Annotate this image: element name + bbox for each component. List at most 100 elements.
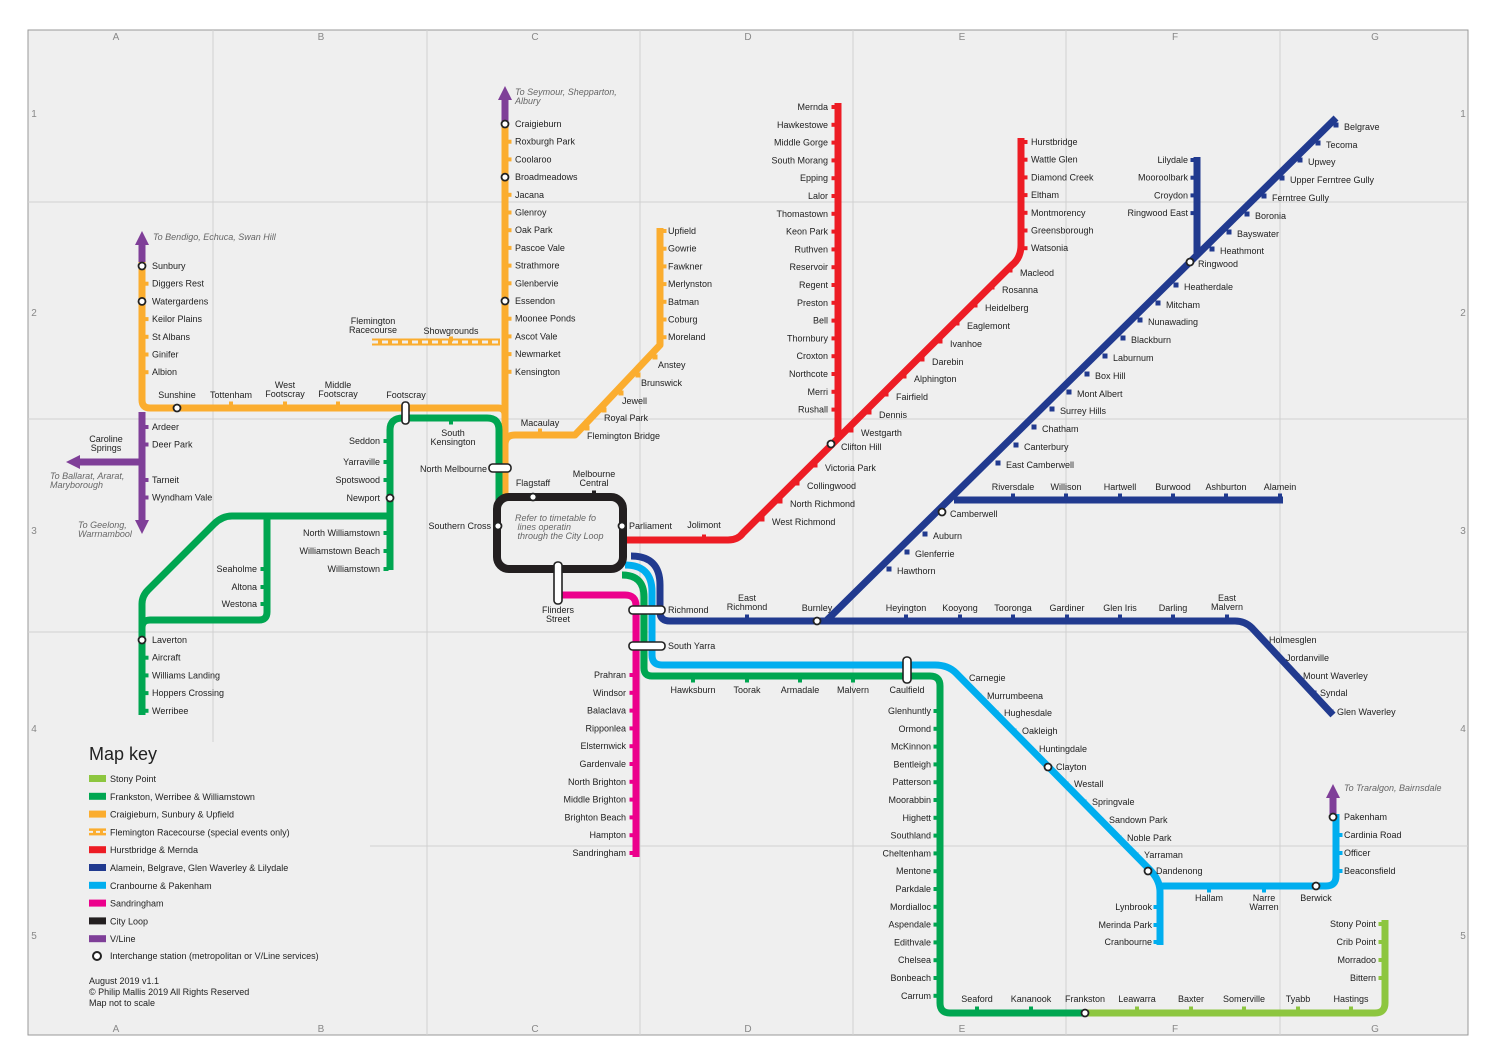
tick-north-richmond <box>777 498 783 504</box>
tick-wattle-glen <box>1022 157 1028 162</box>
tick-heathmont <box>1209 246 1215 252</box>
tick-hampton <box>629 833 635 838</box>
tick-royal-park <box>601 407 607 413</box>
station-fairfield: Fairfield <box>896 392 928 402</box>
station-croxton: Croxton <box>796 351 828 361</box>
station-hampton: Hampton <box>589 830 626 840</box>
station-mooroolbark: Mooroolbark <box>1138 173 1189 183</box>
grid-row-1-left: 1 <box>31 109 37 120</box>
station-sunbury: Sunbury <box>152 261 186 271</box>
station-glenferrie: Glenferrie <box>915 549 955 559</box>
key-label-frankston-werribee-williamstown: Frankston, Werribee & Williamstown <box>110 792 255 802</box>
station-newmarket: Newmarket <box>515 349 561 359</box>
station-cardinia-road: Cardinia Road <box>1344 830 1402 840</box>
tick-montmorency <box>1022 210 1028 215</box>
tick-murrumbeena <box>976 693 982 699</box>
station-anstey: Anstey <box>658 360 686 370</box>
interchange-flinders-street <box>553 561 563 605</box>
tick-prahran <box>629 673 635 677</box>
tick-gowrie <box>661 246 667 251</box>
tick-heatherdale <box>1173 282 1179 288</box>
station-berwick: Berwick <box>1300 893 1332 903</box>
station-wyndham-vale: Wyndham Vale <box>152 493 212 503</box>
tick-burwood <box>1171 493 1175 499</box>
tick-ivanhoe <box>937 338 943 344</box>
station-ringwood: Ringwood <box>1198 259 1238 269</box>
station-macleod: Macleod <box>1020 268 1054 278</box>
station-alamein: Alamein <box>1264 482 1297 492</box>
station-merri: Merri <box>808 387 829 397</box>
tick-holmesglen <box>1260 637 1266 643</box>
station-footscray: Footscray <box>386 390 426 400</box>
tick-middle-gorge <box>831 140 837 145</box>
station-armadale: Armadale <box>781 685 820 695</box>
tick-bell <box>831 318 837 323</box>
tick-ruthven <box>831 247 837 252</box>
tick-stony-point <box>1378 922 1384 926</box>
tick-east-malvern <box>1225 614 1229 620</box>
station-southland: Southland <box>890 831 931 841</box>
tick-malvern <box>851 677 855 683</box>
tick-glen-waverley <box>1328 709 1334 715</box>
tick-jordanville <box>1277 655 1283 661</box>
station-gowrie: Gowrie <box>668 244 697 254</box>
key-label-cranbourne-pakenham: Cranbourne & Pakenham <box>110 881 212 891</box>
note-geelong-text: To Geelong,Warrnambool <box>78 520 133 539</box>
tick-springvale <box>1081 799 1087 805</box>
interchange-flagstaff <box>528 492 538 502</box>
tick-upwey <box>1297 157 1303 163</box>
grid-col-e-top: E <box>959 32 966 43</box>
map-key-title: Map key <box>89 744 157 764</box>
grid-row-3-left: 3 <box>31 526 37 537</box>
tick-brunswick <box>635 372 641 378</box>
station-regent: Regent <box>799 280 829 290</box>
tick-st-albans <box>143 334 149 339</box>
grid-lines <box>28 30 1468 1035</box>
interchange-clayton <box>1043 762 1053 772</box>
tick-yarraman <box>1133 852 1139 858</box>
station-lalor: Lalor <box>808 191 828 201</box>
key-swatch-stony-point <box>89 775 106 782</box>
station-yarraville: Yarraville <box>343 457 380 467</box>
tick-jolimont <box>702 534 706 540</box>
station-north-brighton: North Brighton <box>568 777 626 787</box>
tick-williamstown <box>383 567 389 571</box>
tick-patterson <box>933 780 939 785</box>
interchange-newport <box>385 493 395 503</box>
station-batman: Batman <box>668 297 699 307</box>
tick-spotswood <box>383 478 389 482</box>
tick-chatham <box>1031 424 1037 430</box>
tick-glenroy <box>506 210 512 215</box>
station-kooyong: Kooyong <box>942 603 978 613</box>
tick-morradoo <box>1378 958 1384 962</box>
interchange-sunshine <box>172 403 182 413</box>
interchange-parliament <box>617 521 627 531</box>
station-bonbeach: Bonbeach <box>890 973 931 983</box>
station-lilydale: Lilydale <box>1157 155 1188 165</box>
tick-mernda <box>831 105 837 109</box>
grid-col-d-top: D <box>744 32 751 43</box>
vline-lines <box>80 100 1337 814</box>
key-swatch-alamein-belgrave-glen-waverley-lilydale <box>89 864 106 871</box>
station-belgrave: Belgrave <box>1344 122 1380 132</box>
key-swatch-frankston-werribee-williamstown <box>89 792 106 800</box>
station-ashburton: Ashburton <box>1205 482 1246 492</box>
grid-row-5-right: 5 <box>1460 931 1466 942</box>
station-mount-waverley: Mount Waverley <box>1303 671 1368 681</box>
tick-werribee <box>143 708 149 713</box>
tick-jacana <box>506 192 512 197</box>
tick-bittern <box>1378 976 1384 980</box>
station-collingwood: Collingwood <box>807 481 856 491</box>
key-label-stony-point: Stony Point <box>110 774 157 784</box>
station-sandringham: Sandringham <box>572 848 626 858</box>
tick-williams-landing <box>143 673 149 678</box>
station-hawthorn: Hawthorn <box>897 566 936 576</box>
interchange-pakenham <box>1328 812 1338 822</box>
station-darebin: Darebin <box>932 357 964 367</box>
station-bittern: Bittern <box>1350 973 1376 983</box>
station-royal-park: Royal Park <box>604 413 649 423</box>
